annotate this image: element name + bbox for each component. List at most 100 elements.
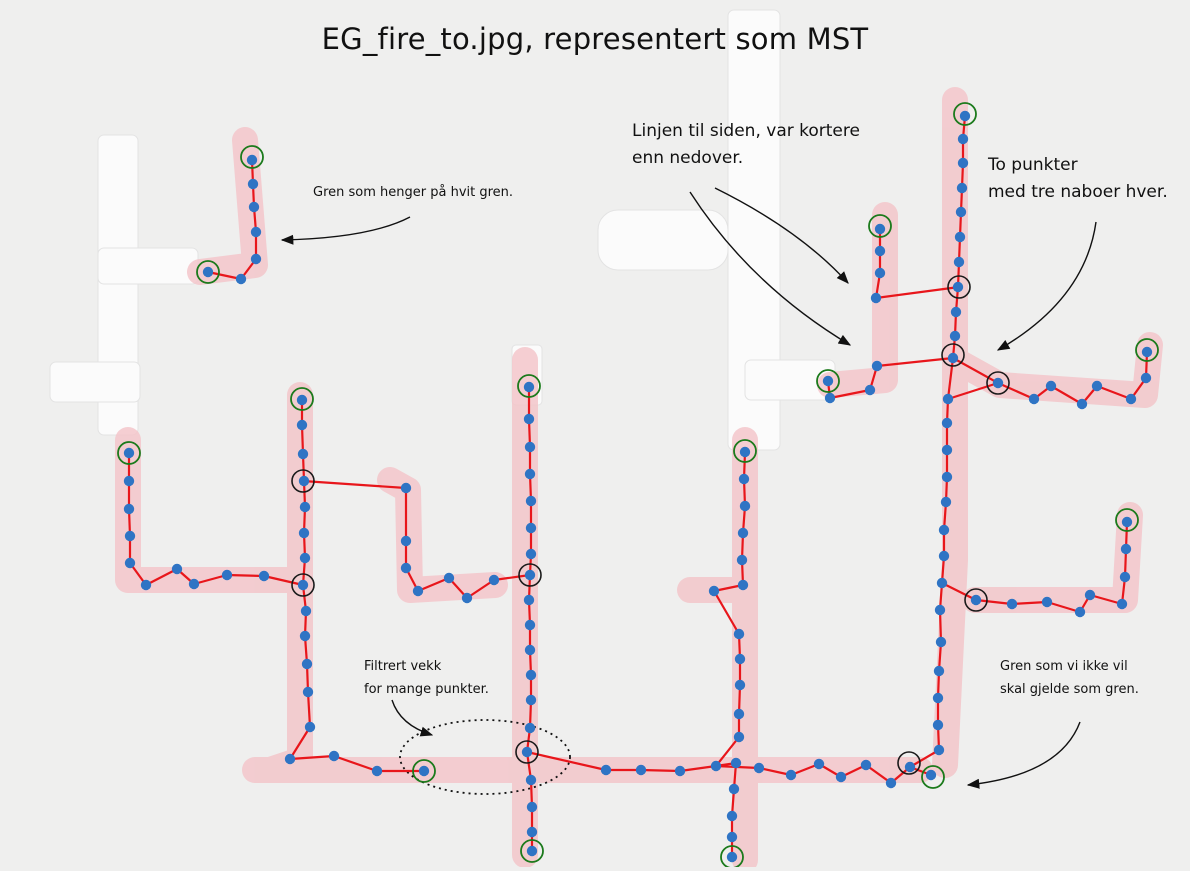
mst-node — [937, 578, 947, 588]
mst-node — [735, 654, 745, 664]
mst-node — [419, 766, 429, 776]
mst-node — [249, 202, 259, 212]
mst-node — [248, 179, 258, 189]
arrow-gren-ikke — [968, 722, 1080, 785]
mst-node — [737, 555, 747, 565]
mst-node — [444, 573, 454, 583]
mst-node — [971, 595, 981, 605]
mst-node — [525, 570, 535, 580]
mst-node — [871, 293, 881, 303]
annotation-gren-ikke: Gren som vi ikke vil skal gjelde som gre… — [1000, 656, 1139, 702]
mst-edge — [129, 453, 303, 585]
mst-node — [125, 558, 135, 568]
mst-node — [601, 765, 611, 775]
mst-node — [300, 631, 310, 641]
annotation-text: skal gjelde som gren. — [1000, 679, 1139, 702]
mst-node — [329, 751, 339, 761]
mst-node — [957, 183, 967, 193]
mst-node — [939, 525, 949, 535]
mst-node — [1126, 394, 1136, 404]
mst-node — [943, 394, 953, 404]
mst-node — [141, 580, 151, 590]
mst-node — [1042, 597, 1052, 607]
mst-node — [372, 766, 382, 776]
annotation-linjen: Linjen til siden, var kortere enn nedove… — [632, 118, 860, 172]
mst-node — [950, 331, 960, 341]
pipe-segment — [975, 515, 1130, 600]
mst-node — [298, 580, 308, 590]
mst-node — [1092, 381, 1102, 391]
mst-node — [729, 784, 739, 794]
mst-node — [251, 254, 261, 264]
mst-node — [955, 232, 965, 242]
mst-node — [526, 549, 536, 559]
mst-node — [942, 472, 952, 482]
mst-node — [401, 536, 411, 546]
mst-node — [886, 778, 896, 788]
mst-node — [524, 382, 534, 392]
mst-node — [525, 620, 535, 630]
mst-node — [875, 246, 885, 256]
mst-node — [1121, 544, 1131, 554]
mst-node — [1029, 394, 1039, 404]
mst-node — [527, 802, 537, 812]
mst-node — [740, 501, 750, 511]
mst-node — [522, 747, 532, 757]
mst-node — [958, 158, 968, 168]
mst-node — [305, 722, 315, 732]
mst-node — [299, 476, 309, 486]
mst-node — [302, 659, 312, 669]
mst-node — [786, 770, 796, 780]
mst-node — [926, 770, 936, 780]
mst-node — [1117, 599, 1127, 609]
mst-node — [1142, 347, 1152, 357]
annotation-text: Gren som henger på hvit gren. — [313, 183, 513, 203]
mst-node — [297, 395, 307, 405]
mst-node — [939, 551, 949, 561]
mst-node — [203, 267, 213, 277]
mst-node — [1141, 373, 1151, 383]
mst-node — [526, 695, 536, 705]
mst-node — [934, 666, 944, 676]
mst-node — [731, 758, 741, 768]
mst-node — [462, 593, 472, 603]
mst-node — [124, 504, 134, 514]
annotation-gren-hvit: Gren som henger på hvit gren. — [313, 183, 513, 203]
mst-node — [526, 775, 536, 785]
mst-node — [935, 605, 945, 615]
mst-node — [951, 307, 961, 317]
annotation-text: Linjen til siden, var kortere — [632, 118, 860, 145]
mst-node — [942, 418, 952, 428]
mst-node — [875, 268, 885, 278]
mst-node — [299, 528, 309, 538]
mst-node — [525, 723, 535, 733]
mst-node — [125, 531, 135, 541]
mst-node — [933, 720, 943, 730]
mst-node — [933, 693, 943, 703]
mst-node — [124, 476, 134, 486]
mst-node — [941, 497, 951, 507]
mst-node — [1122, 517, 1132, 527]
mst-node — [489, 575, 499, 585]
mst-node — [189, 579, 199, 589]
mst-node — [236, 274, 246, 284]
mst-node — [1046, 381, 1056, 391]
mst-node — [823, 376, 833, 386]
mst-node — [285, 754, 295, 764]
mst-node — [526, 670, 536, 680]
mst-node — [960, 111, 970, 121]
mst-node — [297, 420, 307, 430]
annotation-text: Filtrert vekk — [364, 656, 489, 679]
page-title: EG_fire_to.jpg, representert som MST — [0, 22, 1190, 56]
mst-node — [836, 772, 846, 782]
mst-node — [709, 586, 719, 596]
mst-node — [727, 811, 737, 821]
mst-node — [525, 469, 535, 479]
mst-node — [739, 474, 749, 484]
mst-node — [814, 759, 824, 769]
mst-node — [948, 353, 958, 363]
arrow-gren-hvit — [282, 217, 410, 240]
mst-node — [527, 827, 537, 837]
